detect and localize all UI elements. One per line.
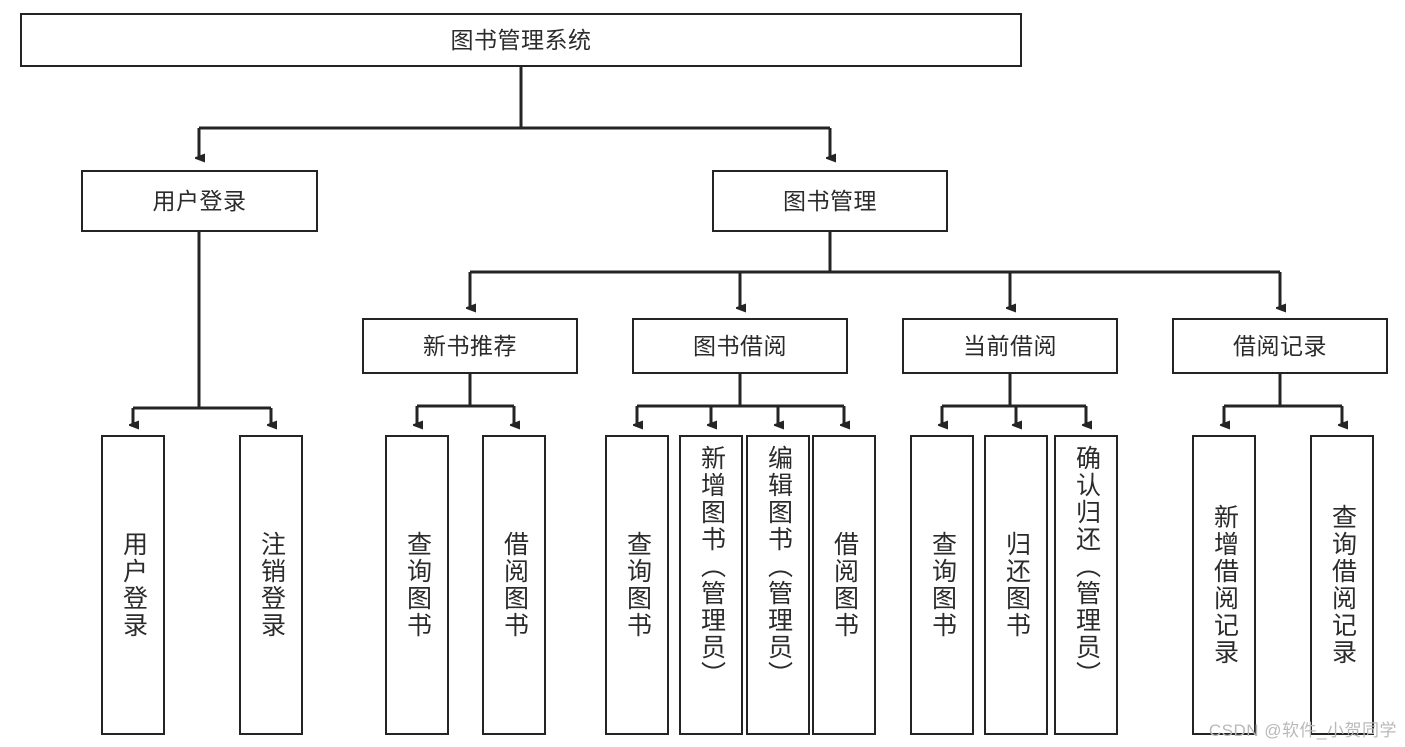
node-leaf-borrow-book-2-label: 借阅图书 [830,531,859,639]
node-leaf-query-record[interactable]: 查询借阅记录 [1310,435,1374,735]
csdn-watermark: CSDN @软件_小贺同学 [1208,721,1397,740]
node-leaf-return-book[interactable]: 归还图书 [984,435,1048,735]
node-leaf-edit-book[interactable]: 编辑图书（管理员） [746,435,810,735]
node-leaf-borrow-book-1-label: 借阅图书 [500,531,529,639]
node-root[interactable]: 图书管理系统 [20,13,1022,67]
node-current-borrow[interactable]: 当前借阅 [902,318,1118,374]
node-leaf-query-book-2-label: 查询图书 [623,531,652,639]
node-leaf-add-record[interactable]: 新增借阅记录 [1192,435,1256,735]
node-leaf-user-login[interactable]: 用户登录 [101,435,165,735]
node-leaf-return-book-label: 归还图书 [1002,531,1031,639]
node-user-login-label: 用户登录 [152,187,247,214]
node-leaf-user-login-label: 用户登录 [119,531,148,639]
node-leaf-confirm-return-label: 确认归还（管理员） [1072,445,1101,688]
node-borrow-record-label: 借阅记录 [1233,332,1327,359]
node-borrow-record[interactable]: 借阅记录 [1172,318,1388,374]
node-leaf-borrow-book-1[interactable]: 借阅图书 [482,435,546,735]
node-leaf-confirm-return[interactable]: 确认归还（管理员） [1054,435,1118,735]
node-leaf-logout-label: 注销登录 [257,531,286,639]
node-leaf-edit-book-label: 编辑图书（管理员） [764,445,793,688]
node-leaf-query-book-2[interactable]: 查询图书 [605,435,669,735]
node-book-borrow-label: 图书借阅 [693,332,787,359]
node-leaf-add-record-label: 新增借阅记录 [1210,504,1239,666]
node-leaf-query-book-1-label: 查询图书 [403,531,432,639]
node-book-manage[interactable]: 图书管理 [712,170,948,232]
node-leaf-add-book-label: 新增图书（管理员） [697,445,726,688]
node-current-borrow-label: 当前借阅 [963,332,1057,359]
node-new-book-rec-label: 新书推荐 [423,332,517,359]
node-leaf-add-book[interactable]: 新增图书（管理员） [679,435,743,735]
node-leaf-borrow-book-2[interactable]: 借阅图书 [812,435,876,735]
node-leaf-query-book-3[interactable]: 查询图书 [910,435,974,735]
node-leaf-logout[interactable]: 注销登录 [239,435,303,735]
node-book-manage-label: 图书管理 [783,187,877,214]
node-book-borrow[interactable]: 图书借阅 [632,318,848,374]
node-leaf-query-book-3-label: 查询图书 [928,531,957,639]
node-user-login[interactable]: 用户登录 [81,170,318,232]
node-root-label: 图书管理系统 [450,26,592,53]
node-leaf-query-record-label: 查询借阅记录 [1328,504,1357,666]
node-leaf-query-book-1[interactable]: 查询图书 [385,435,449,735]
node-new-book-rec[interactable]: 新书推荐 [362,318,578,374]
